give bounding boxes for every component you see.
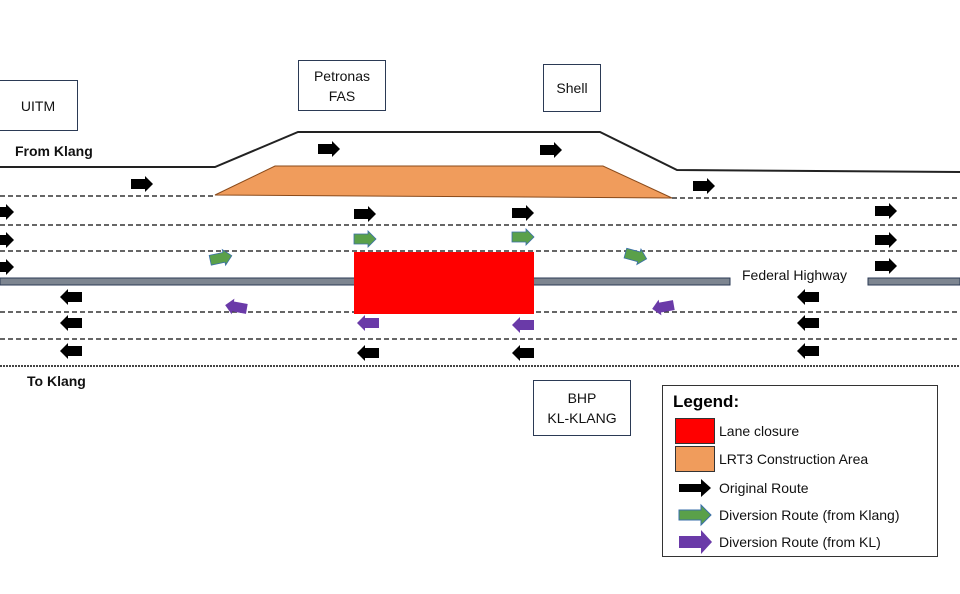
original-route-left-arrow-icon: [60, 315, 82, 331]
diversion-kl-left-arrow-icon: [357, 315, 379, 331]
black-arrow-icon: [679, 479, 711, 497]
legend-item-lane-closure: Lane closure: [675, 418, 799, 444]
location-uitm: UITM: [0, 80, 78, 131]
location-label: Shell: [556, 80, 588, 96]
original-route-left-arrow-icon: [797, 343, 819, 359]
original-route-right-arrow-icon: [875, 258, 897, 274]
legend-label: Diversion Route (from KL): [719, 534, 881, 550]
green-arrow-icon: [678, 503, 712, 527]
legend-label: Original Route: [719, 480, 809, 496]
legend-item-diversion-klang: Diversion Route (from Klang): [675, 503, 900, 527]
construction-area: [214, 165, 673, 199]
legend-label: Lane closure: [719, 423, 800, 439]
original-route-left-arrow-icon: [797, 289, 819, 305]
diversion-klang-right-arrow-icon: [511, 228, 535, 246]
legend-item-diversion-kl: Diversion Route (from KL): [675, 529, 881, 555]
original-route-right-arrow-icon: [0, 204, 14, 220]
diversion-kl-left-arrow-icon: [652, 299, 675, 316]
location-label: Petronas: [313, 67, 371, 84]
original-route-right-arrow-icon: [875, 232, 897, 248]
highway-label: Federal Highway: [742, 267, 848, 283]
lane-closure-swatch: [675, 418, 715, 444]
legend-item-original: Original Route: [675, 476, 809, 500]
original-route-right-arrow-icon: [0, 259, 14, 275]
original-route-left-arrow-icon: [357, 345, 379, 361]
construction-swatch: [675, 446, 715, 472]
original-route-right-arrow-icon: [540, 142, 562, 158]
original-route-right-arrow-icon: [693, 178, 715, 194]
legend-item-construction: LRT3 Construction Area: [675, 446, 868, 472]
legend-label: LRT3 Construction Area: [719, 451, 869, 467]
legend: Legend: Lane closure LRT3 Construction A…: [662, 385, 938, 557]
legend-title: Legend:: [673, 392, 740, 411]
location-label: UITM: [20, 97, 56, 114]
diversion-kl-left-arrow-icon: [512, 317, 534, 333]
original-route-right-arrow-icon: [131, 176, 153, 192]
location-label: KL-KLANG: [547, 410, 617, 426]
diversion-klang-right-arrow-icon: [623, 247, 648, 266]
original-route-right-arrow-icon: [875, 203, 897, 219]
legend-label: Diversion Route (from Klang): [719, 507, 900, 523]
road-edge-top: [0, 131, 960, 173]
purple-arrow-icon: [679, 530, 712, 554]
original-route-left-arrow-icon: [60, 343, 82, 359]
to-klang-label: To Klang: [27, 373, 86, 389]
lane-closure: [354, 252, 534, 314]
original-route-right-arrow-icon: [318, 141, 340, 157]
from-klang-label: From Klang: [15, 143, 93, 159]
diversion-klang-right-arrow-icon: [353, 230, 377, 248]
original-route-left-arrow-icon: [797, 315, 819, 331]
original-route-left-arrow-icon: [512, 345, 534, 361]
original-route-right-arrow-icon: [0, 232, 14, 248]
median: [867, 277, 960, 286]
original-route-right-arrow-icon: [354, 206, 376, 222]
diversion-klang-right-arrow-icon: [208, 248, 233, 267]
location-label: FAS: [328, 87, 356, 104]
diversion-kl-left-arrow-icon: [225, 298, 248, 315]
location-label: BHP: [567, 390, 597, 406]
original-route-left-arrow-icon: [60, 289, 82, 305]
location-bhp: BHP KL-KLANG: [533, 380, 631, 436]
location-shell: Shell: [543, 64, 601, 112]
original-route-right-arrow-icon: [512, 205, 534, 221]
